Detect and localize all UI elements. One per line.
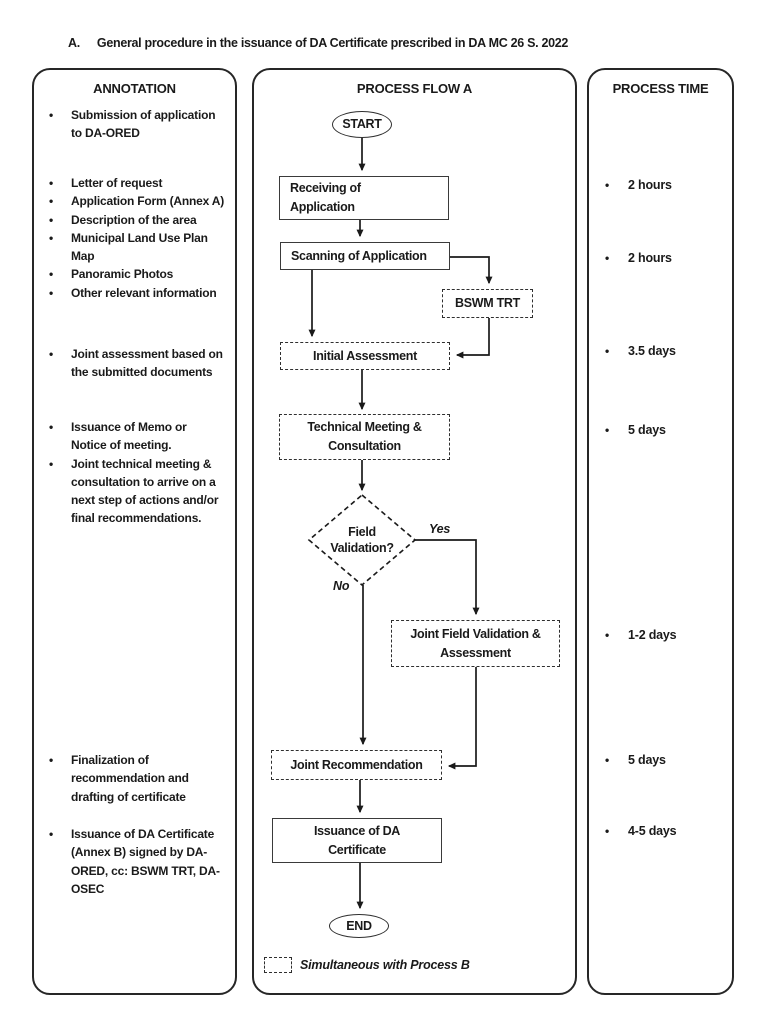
bullet-icon: • [49, 456, 54, 471]
flow-node-scanning: Scanning of Application [280, 242, 450, 270]
annotation-group: • Issuance of Memo or Notice of meeting.… [34, 418, 235, 528]
annotation-item-text: Letter of request [71, 176, 163, 190]
annotation-item-text: Joint technical meeting & consultation t… [71, 456, 219, 526]
legend: Simultaneous with Process B [264, 957, 470, 973]
flow-node-issuance-certificate: Issuance of DA Certificate [272, 818, 442, 863]
flow-node-joint-field-validation: Joint Field Validation & Assessment [391, 620, 560, 667]
annotation-group: • Submission of application to DA-ORED [34, 106, 235, 143]
annotation-item: • Issuance of Memo or Notice of meeting. [34, 418, 235, 455]
bullet-icon: • [49, 420, 54, 434]
flow-node-bswm-trt: BSWM TRT [442, 289, 533, 318]
branch-label-yes: Yes [427, 522, 453, 536]
time-item-text: 4-5 days [628, 824, 677, 838]
time-item-text: 3.5 days [628, 344, 676, 358]
annotation-item-text: Municipal Land Use Plan Map [71, 230, 208, 264]
annotation-item: • Issuance of DA Certificate (Annex B) s… [34, 825, 235, 898]
annotation-item-text: Application Form (Annex A) [71, 194, 225, 209]
annotation-item-text: Submission of application to DA-ORED [71, 108, 216, 141]
time-item: • 3.5 days [589, 342, 732, 360]
annotation-item-text: Description of the area [71, 212, 197, 227]
time-item-text: 5 days [628, 753, 666, 767]
time-item: • 2 hours [589, 249, 732, 267]
annotation-item-text: Finalization of recommendation and draft… [71, 753, 189, 804]
page-title-index: A. [68, 36, 80, 50]
time-item: • 2 hours [589, 176, 732, 194]
flow-node-initial-assessment: Initial Assessment [280, 342, 450, 370]
dashed-box-legend-icon [264, 957, 292, 973]
time-item-text: 5 days [628, 423, 666, 437]
time-item-text: 2 hours [628, 251, 672, 265]
bullet-icon: • [49, 753, 54, 767]
annotation-item: • Submission of application to DA-ORED [34, 106, 235, 143]
flow-node-field-validation: Field Validation? [330, 525, 394, 555]
time-item: • 4-5 days [589, 822, 732, 840]
branch-label-no: No [331, 579, 352, 593]
process-time-header: PROCESS TIME [612, 81, 709, 96]
bullet-icon: • [49, 230, 54, 245]
flow-connectors [307, 138, 493, 910]
annotation-header: ANNOTATION [93, 81, 176, 96]
bullet-icon: • [605, 251, 610, 265]
page-title-text: General procedure in the issuance of DA … [96, 36, 569, 50]
time-item-text: 2 hours [628, 178, 672, 192]
bullet-icon: • [605, 753, 610, 767]
bullet-icon: • [49, 108, 54, 122]
time-item-text: 1-2 days [628, 628, 677, 642]
annotation-item: • Joint assessment based on the submitte… [34, 345, 235, 382]
bullet-icon: • [49, 347, 54, 361]
time-item: • 1-2 days [589, 626, 732, 644]
time-item: • 5 days [589, 751, 732, 769]
annotation-group: • Finalization of recommendation and dra… [34, 751, 235, 806]
annotation-panel: ANNOTATION • Submission of application t… [32, 68, 237, 995]
legend-text: Simultaneous with Process B [300, 958, 470, 972]
bullet-icon: • [49, 176, 54, 190]
annotation-item: • Other relevant information [34, 284, 235, 302]
bullet-icon: • [49, 827, 54, 841]
annotation-item: • Description of the area [34, 211, 235, 229]
annotation-group: • Letter of request • Application Form (… [34, 174, 235, 302]
process-flow-header: PROCESS FLOW A [356, 81, 473, 96]
annotation-item-text: Joint assessment based on the submitted … [71, 347, 223, 380]
bullet-icon: • [49, 267, 54, 282]
annotation-group: • Issuance of DA Certificate (Annex B) s… [34, 825, 235, 898]
annotation-item: • Joint technical meeting & consultation… [34, 455, 235, 528]
bullet-icon: • [49, 194, 54, 209]
annotation-item: • Municipal Land Use Plan Map [34, 229, 235, 266]
annotation-item-text: Issuance of DA Certificate (Annex B) sig… [71, 827, 220, 896]
annotation-item: • Finalization of recommendation and dra… [34, 751, 235, 806]
bullet-icon: • [605, 178, 610, 192]
annotation-item-text: Panoramic Photos [71, 267, 174, 282]
flow-node-joint-recommendation: Joint Recommendation [271, 750, 442, 780]
annotation-item: • Panoramic Photos [34, 265, 235, 283]
annotation-group: • Joint assessment based on the submitte… [34, 345, 235, 382]
bullet-icon: • [605, 628, 610, 642]
annotation-item: • Letter of request [34, 174, 235, 192]
flow-node-receiving: Receiving of Application [279, 176, 449, 220]
bullet-icon: • [605, 824, 610, 838]
bullet-icon: • [605, 423, 610, 437]
flow-node-start: START [332, 111, 392, 138]
process-time-panel: PROCESS TIME • 2 hours • 2 hours • 3.5 d… [587, 68, 734, 995]
flow-node-technical-meeting: Technical Meeting & Consultation [279, 414, 450, 460]
process-flow-panel: PROCESS FLOW A START Receiving of Applic… [252, 68, 577, 995]
annotation-item: • Application Form (Annex A) [34, 192, 235, 210]
annotation-item-text: Issuance of Memo or Notice of meeting. [71, 420, 187, 453]
annotation-item-text: Other relevant information [71, 285, 217, 300]
page-title: A. General procedure in the issuance of … [68, 36, 568, 50]
bullet-icon: • [49, 212, 54, 227]
flow-node-end: END [329, 914, 389, 938]
bullet-icon: • [605, 344, 610, 358]
time-item: • 5 days [589, 421, 732, 439]
bullet-icon: • [49, 285, 54, 300]
